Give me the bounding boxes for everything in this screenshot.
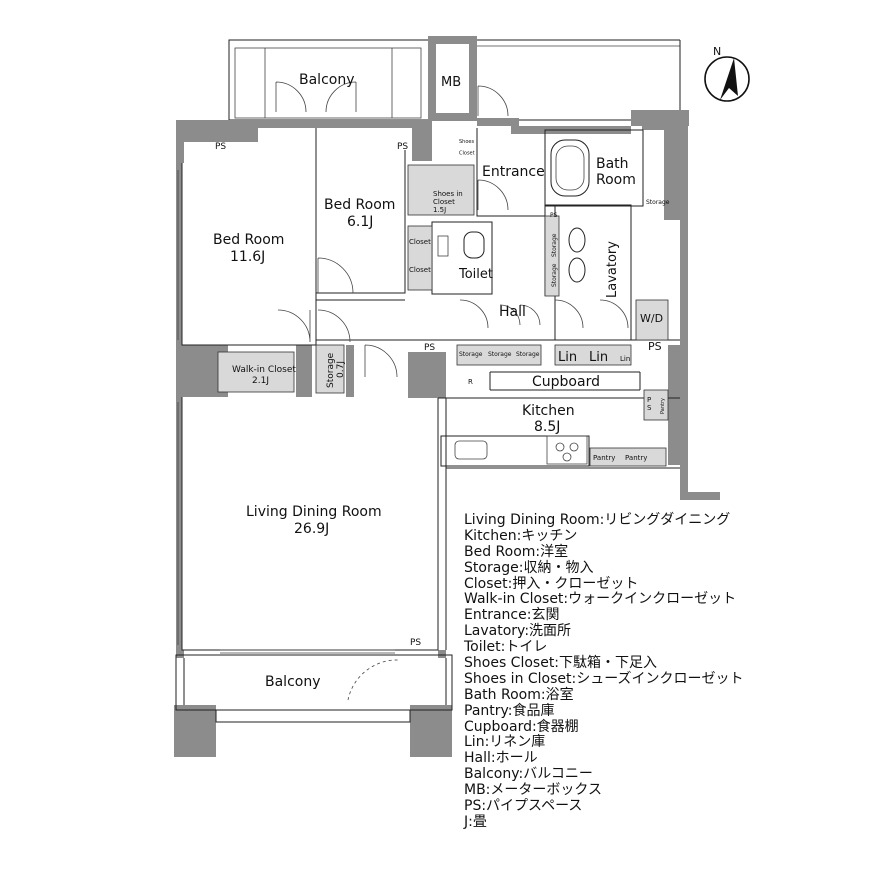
bed-room-2-size: 6.1J	[347, 214, 373, 230]
r-label: R	[468, 378, 473, 386]
legend-item: Storage:収納・物入	[464, 559, 594, 576]
legend-item: Closet:押入・クローゼット	[464, 575, 639, 592]
legend-item: Bath Room:浴室	[464, 686, 574, 703]
walk-in-closet-size: 2.1J	[252, 376, 269, 386]
storage-v1-label: Storage	[551, 233, 558, 257]
ps-bath-label: PS	[550, 212, 558, 219]
legend-item: Pantry:食品庫	[464, 702, 555, 719]
storage-07-label: Storage	[326, 352, 336, 388]
storage-h3-label: Storage	[516, 351, 540, 358]
lin-3-label: Lin	[620, 355, 630, 363]
toilet-label: Toilet	[458, 267, 493, 282]
legend-item: Walk-in Closet:ウォークインクローゼット	[464, 591, 737, 608]
legend-item: Shoes Closet:下駄箱・下足入	[464, 655, 658, 672]
balcony-bottom-label: Balcony	[265, 674, 321, 690]
legend-item: Lin:リネン庫	[464, 734, 546, 751]
legend-item: J:畳	[464, 813, 487, 830]
closet-2-label: Closet	[409, 266, 431, 274]
entrance-label: Entrance	[482, 164, 545, 180]
balcony-top-label: Balcony	[299, 72, 355, 88]
cupboard-label: Cupboard	[532, 374, 600, 390]
storage-07-size: 0.7J	[336, 361, 346, 378]
ps-label-1: PS	[215, 142, 226, 152]
legend-item: Living Dining Room:リビングダイニング	[464, 512, 731, 528]
storage-h1-label: Storage	[459, 351, 483, 358]
toilet-icon	[437, 231, 485, 259]
legend-item: Shoes in Closet:シューズインクローゼット	[464, 670, 744, 687]
legend-item: MB:メーターボックス	[464, 782, 602, 799]
wd-label: W/D	[640, 312, 663, 325]
bed-room-1-size: 11.6J	[230, 249, 265, 265]
ps-living-label: PS	[410, 638, 421, 648]
storage-bath-label: Storage	[646, 199, 670, 206]
north-compass-icon: N	[704, 45, 750, 102]
bed-room-2-label: Bed Room	[324, 197, 395, 213]
living-size: 26.9J	[294, 521, 329, 537]
kitchen-counter-icon	[440, 435, 590, 467]
compass-north-label: N	[713, 45, 721, 58]
storage-h2-label: Storage	[488, 351, 512, 358]
pantry-1-label: Pantry	[593, 454, 615, 462]
bathtub-icon	[550, 139, 590, 197]
bed-room-1-label: Bed Room	[213, 232, 284, 248]
door-swings	[275, 81, 629, 701]
legend-item: Bed Room:洋室	[464, 543, 569, 560]
legend-item: Hall:ホール	[464, 750, 538, 767]
pantry-v-label: Pantry	[660, 398, 666, 414]
pantry-2-label: Pantry	[625, 454, 647, 462]
legend-item: Balcony:バルコニー	[464, 766, 593, 783]
legend-item: PS:パイプスペース	[464, 798, 583, 815]
kitchen-size: 8.5J	[534, 419, 560, 435]
legend: Living Dining Room:リビングダイニング Kitchen:キッチ…	[464, 512, 744, 831]
legend-item: Lavatory:洗面所	[464, 623, 572, 640]
legend-item: Entrance:玄関	[464, 607, 560, 624]
legend-item: Cupboard:食器棚	[464, 718, 579, 735]
living-label: Living Dining Room	[246, 504, 382, 520]
ps-lav-label: PS	[648, 340, 662, 353]
lin-2-label: Lin	[589, 350, 608, 365]
lavatory-label: Lavatory	[605, 241, 620, 298]
lin-1-label: Lin	[558, 350, 577, 365]
kitchen-label: Kitchen	[522, 403, 575, 419]
ps-label-2: PS	[397, 142, 408, 152]
ps-hall-label: PS	[424, 343, 435, 353]
mb-label: MB	[441, 75, 461, 90]
legend-item: Toilet:トイレ	[464, 639, 548, 656]
closet-1-label: Closet	[409, 238, 431, 246]
legend-item: Kitchen:キッチン	[464, 527, 578, 544]
storage-v2-label: Storage	[551, 263, 558, 287]
storage-fills	[217, 164, 669, 467]
walk-in-closet-label: Walk-in Closet	[232, 365, 296, 375]
sink-icon	[568, 227, 586, 283]
hall-label: Hall	[499, 304, 526, 320]
